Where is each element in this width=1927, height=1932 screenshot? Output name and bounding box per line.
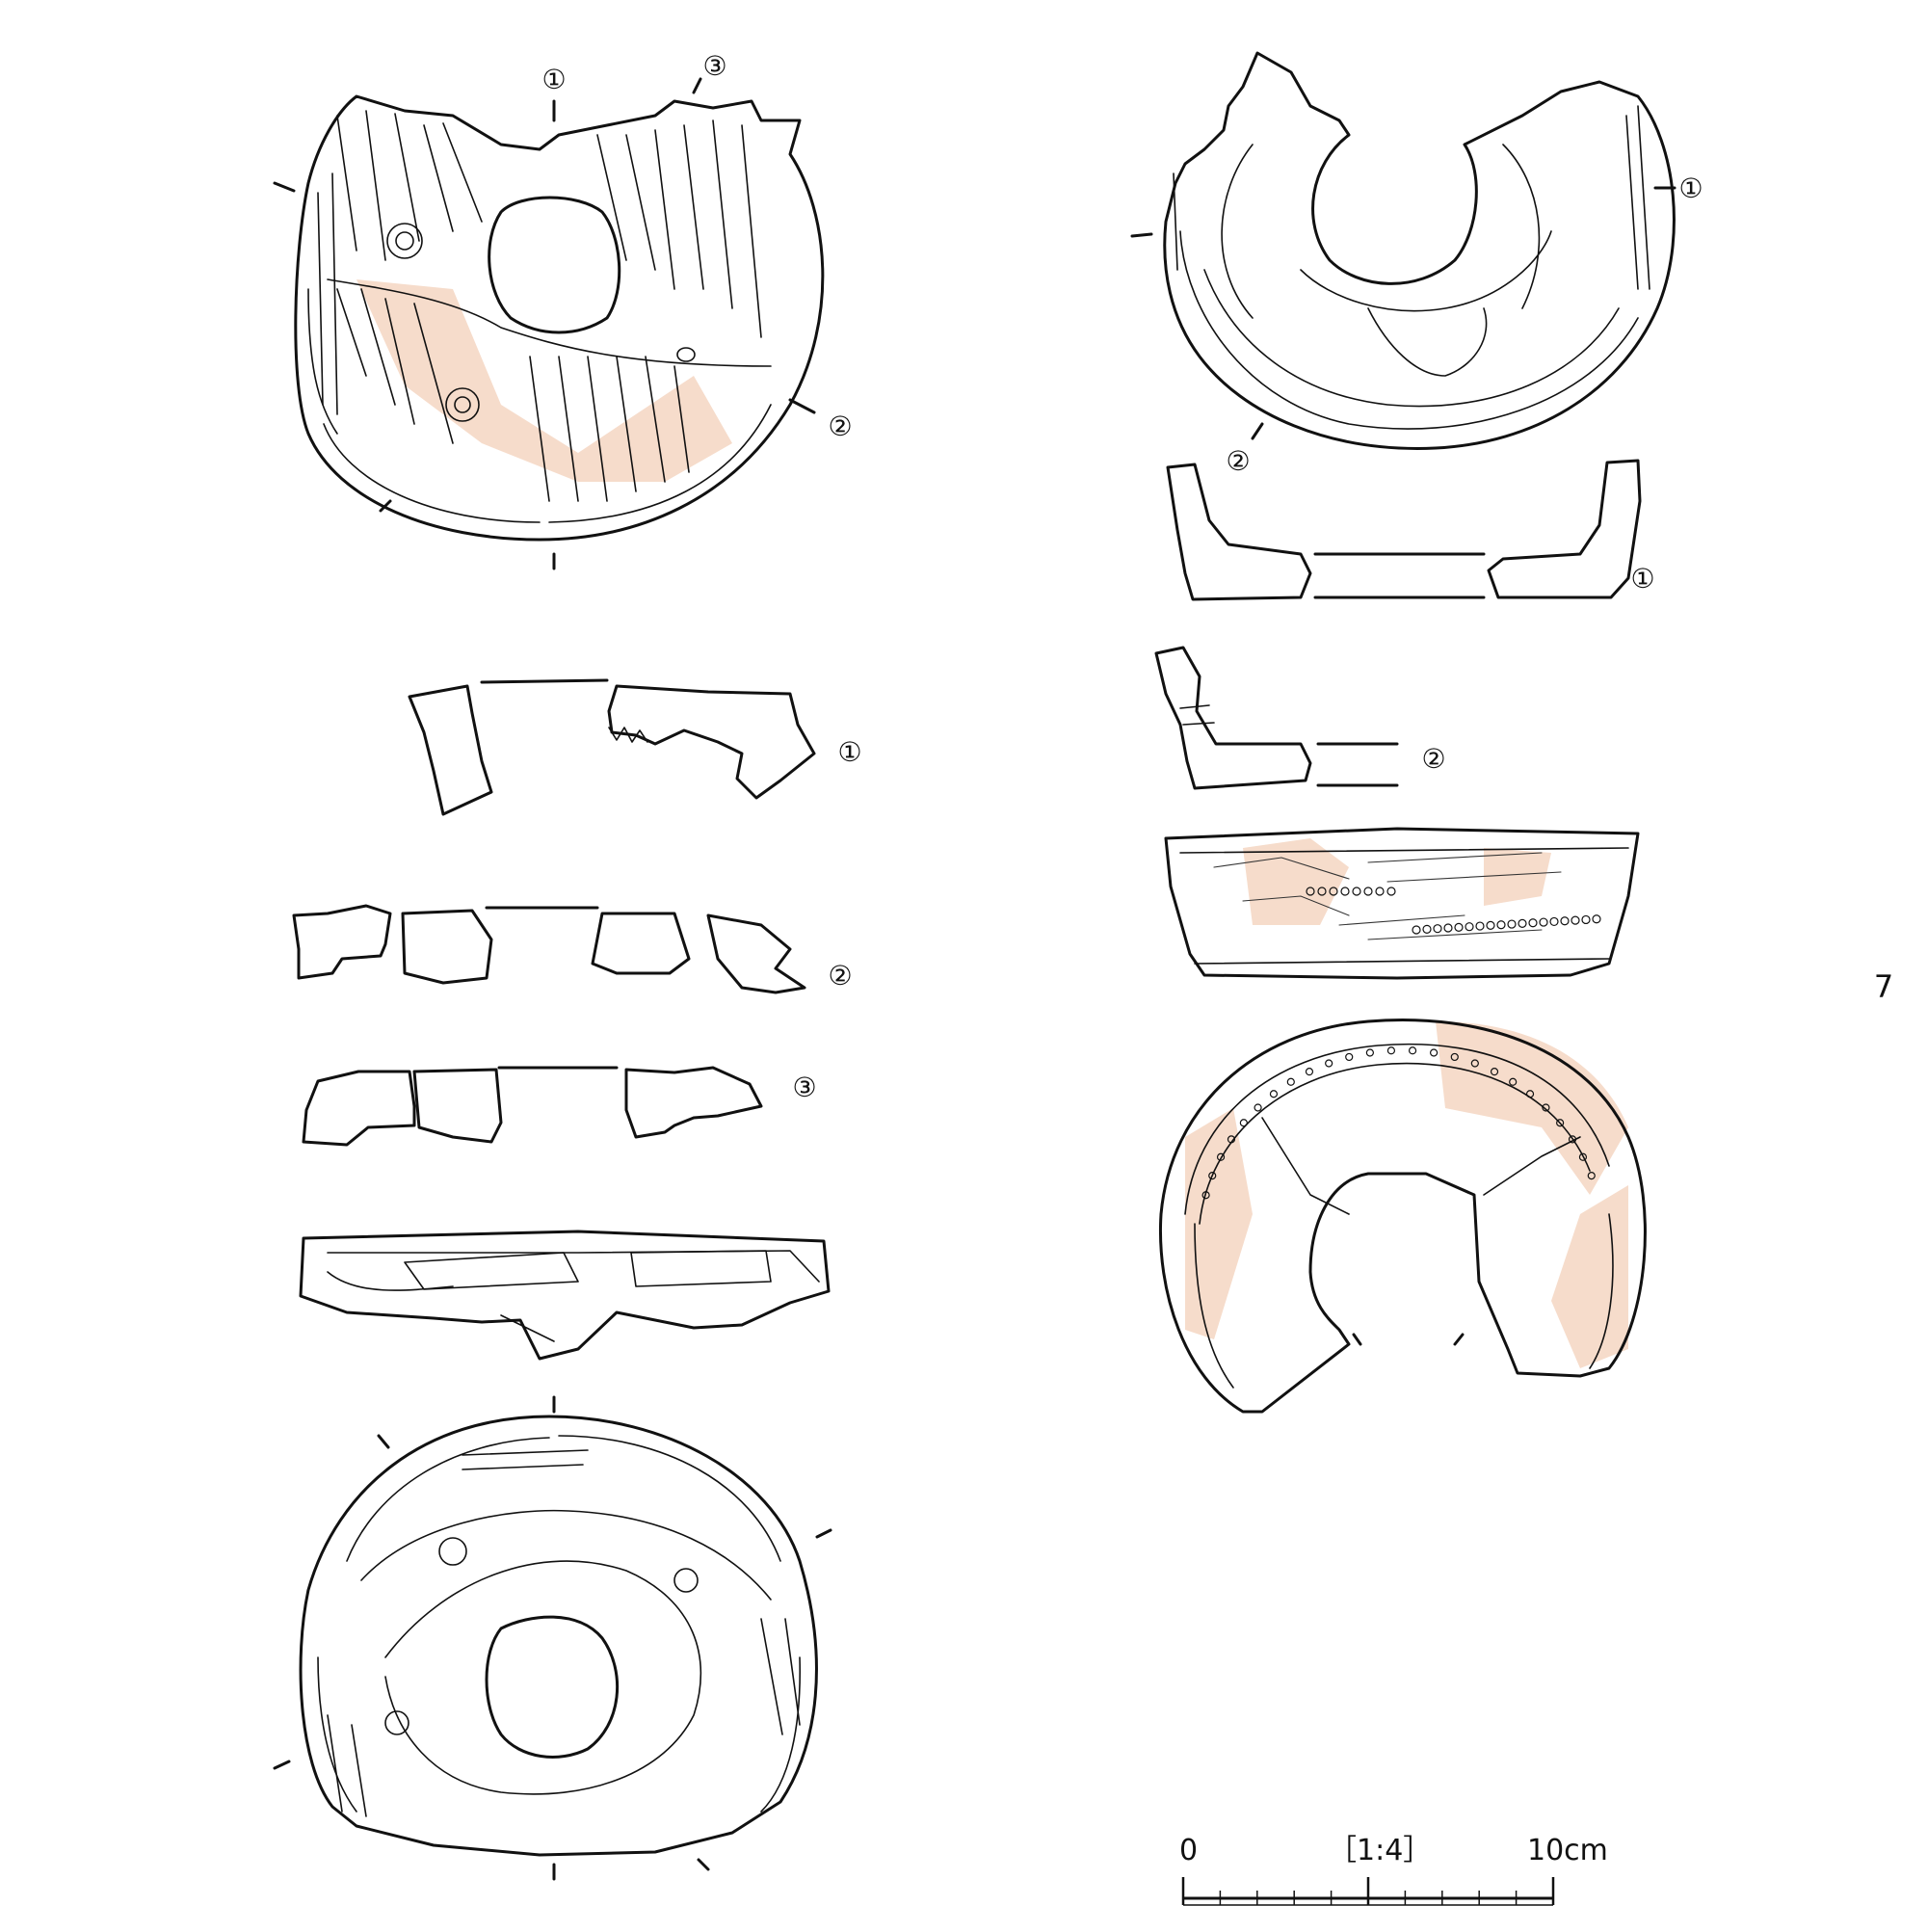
label-right-top-1: ① (1678, 172, 1703, 204)
scale-start-label: 0 (1179, 1834, 1198, 1867)
bead-dot (1454, 922, 1464, 932)
bead-dot (1216, 1152, 1226, 1161)
bead-dot (1509, 1077, 1518, 1086)
bead-dot (1239, 1119, 1248, 1127)
bead-dot (1386, 1046, 1396, 1055)
bead-dot (1386, 887, 1396, 896)
bead-dot (1490, 1068, 1499, 1076)
right-profile-1 (1166, 459, 1642, 601)
bead-dot (1592, 914, 1601, 924)
bead-dot (1286, 1077, 1295, 1086)
left-object-top-view (273, 77, 825, 570)
left-object-side-view (299, 1230, 831, 1361)
bead-dot (1560, 916, 1570, 926)
bead-dot (1518, 918, 1527, 929)
bead-dot (1507, 919, 1517, 929)
right-object-side-view (1164, 827, 1640, 980)
label-left-profile-1: ① (837, 736, 861, 768)
bead-dot (1496, 920, 1506, 930)
scale-end-label: 10cm (1527, 1834, 1608, 1867)
scale-ticks (1181, 1877, 1555, 1906)
bead-dot (1201, 1191, 1210, 1200)
bead-row-upper (1306, 887, 1396, 896)
bead-dot (1443, 923, 1453, 933)
right-object-bottom-view (1158, 1019, 1647, 1414)
label-left-profile-2: ② (828, 960, 852, 992)
bead-dot (1306, 887, 1315, 896)
left-object-bottom-view (273, 1395, 832, 1881)
bead-row-lower (1412, 914, 1601, 935)
label-right-profile-2: ② (1421, 743, 1445, 775)
bead-dot (1365, 1048, 1374, 1057)
bead-dot (1363, 887, 1373, 896)
left-profile-1 (408, 678, 816, 816)
bead-dot (1486, 920, 1495, 930)
label-left-top-2: ② (828, 410, 852, 442)
bead-dot (1352, 887, 1361, 896)
bead-dot (1329, 887, 1338, 896)
bead-dot (1475, 921, 1485, 931)
left-profile-2 (292, 904, 806, 994)
bead-dot (1571, 915, 1580, 925)
bead-dot (1528, 918, 1538, 928)
label-right-profile-1: ① (1630, 563, 1654, 595)
bead-dot (1305, 1068, 1314, 1076)
bead-dot (1556, 1119, 1565, 1127)
bead-dot (1430, 1048, 1439, 1057)
bead-dot (1542, 1103, 1550, 1112)
bead-dot (1433, 924, 1442, 934)
bead-dot (1568, 1135, 1577, 1144)
bead-dot (1465, 922, 1474, 932)
label-left-top-3: ③ (702, 50, 726, 82)
bead-dot (1208, 1172, 1217, 1180)
label-left-profile-3: ③ (792, 1072, 816, 1103)
bead-dot (1470, 1059, 1479, 1068)
bead-dot (1422, 924, 1432, 934)
scale-ratio-label: ［1:4］ (1328, 1834, 1432, 1867)
scale-bar: 0 ［1:4］ 10cm (1179, 1834, 1608, 1906)
bead-dot (1539, 917, 1548, 927)
bead-dot (1525, 1090, 1535, 1098)
bead-dot (1227, 1135, 1236, 1144)
bead-dot (1340, 887, 1350, 896)
bead-row-rim (1201, 1046, 1596, 1200)
right-profile-2 (1154, 646, 1399, 790)
bead-dot (1549, 916, 1559, 927)
label-left-top-1: ① (541, 64, 566, 95)
bead-dot (1345, 1052, 1354, 1062)
right-object-top-view (1130, 51, 1676, 450)
label-right-top-2: ② (1226, 445, 1250, 477)
bead-dot (1587, 1172, 1596, 1180)
bead-dot (1578, 1152, 1588, 1161)
figure-number: 7 (1874, 968, 1893, 1005)
left-profile-3 (302, 1066, 763, 1147)
bead-dot (1412, 925, 1421, 935)
bead-dot (1317, 887, 1327, 896)
bead-dot (1375, 887, 1385, 896)
bead-dot (1269, 1090, 1279, 1098)
bead-dot (1450, 1052, 1459, 1062)
bead-dot (1408, 1046, 1417, 1055)
bead-dot (1254, 1103, 1262, 1112)
bead-dot (1325, 1059, 1333, 1068)
bead-dot (1581, 914, 1591, 925)
